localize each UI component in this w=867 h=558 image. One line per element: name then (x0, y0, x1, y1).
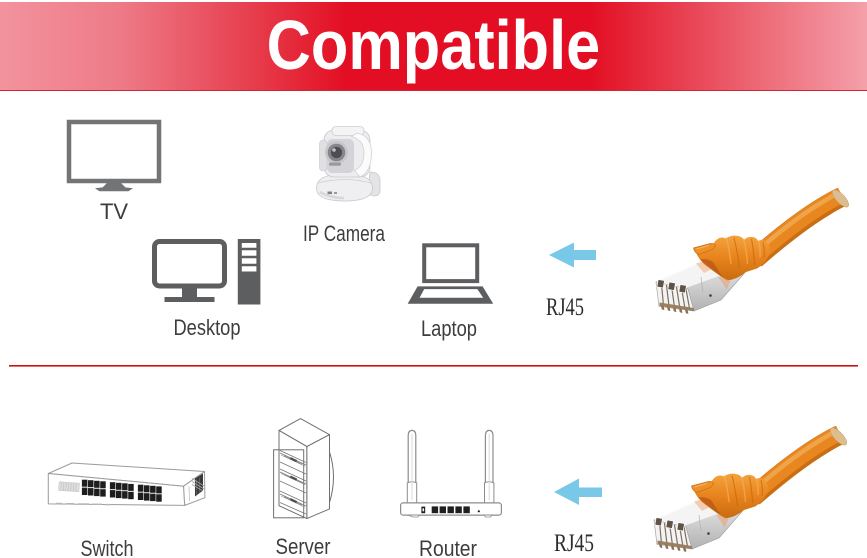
svg-text:TV: TV (100, 199, 128, 224)
svg-text:RJ45: RJ45 (554, 530, 594, 557)
svg-text:Desktop: Desktop (174, 315, 241, 340)
svg-text:IP Camera: IP Camera (303, 221, 386, 246)
svg-text:Laptop: Laptop (421, 316, 477, 341)
svg-text:Switch: Switch (81, 536, 134, 558)
svg-text:RJ45: RJ45 (546, 294, 584, 321)
svg-text:Server: Server (276, 534, 331, 558)
svg-text:Router: Router (419, 536, 477, 558)
